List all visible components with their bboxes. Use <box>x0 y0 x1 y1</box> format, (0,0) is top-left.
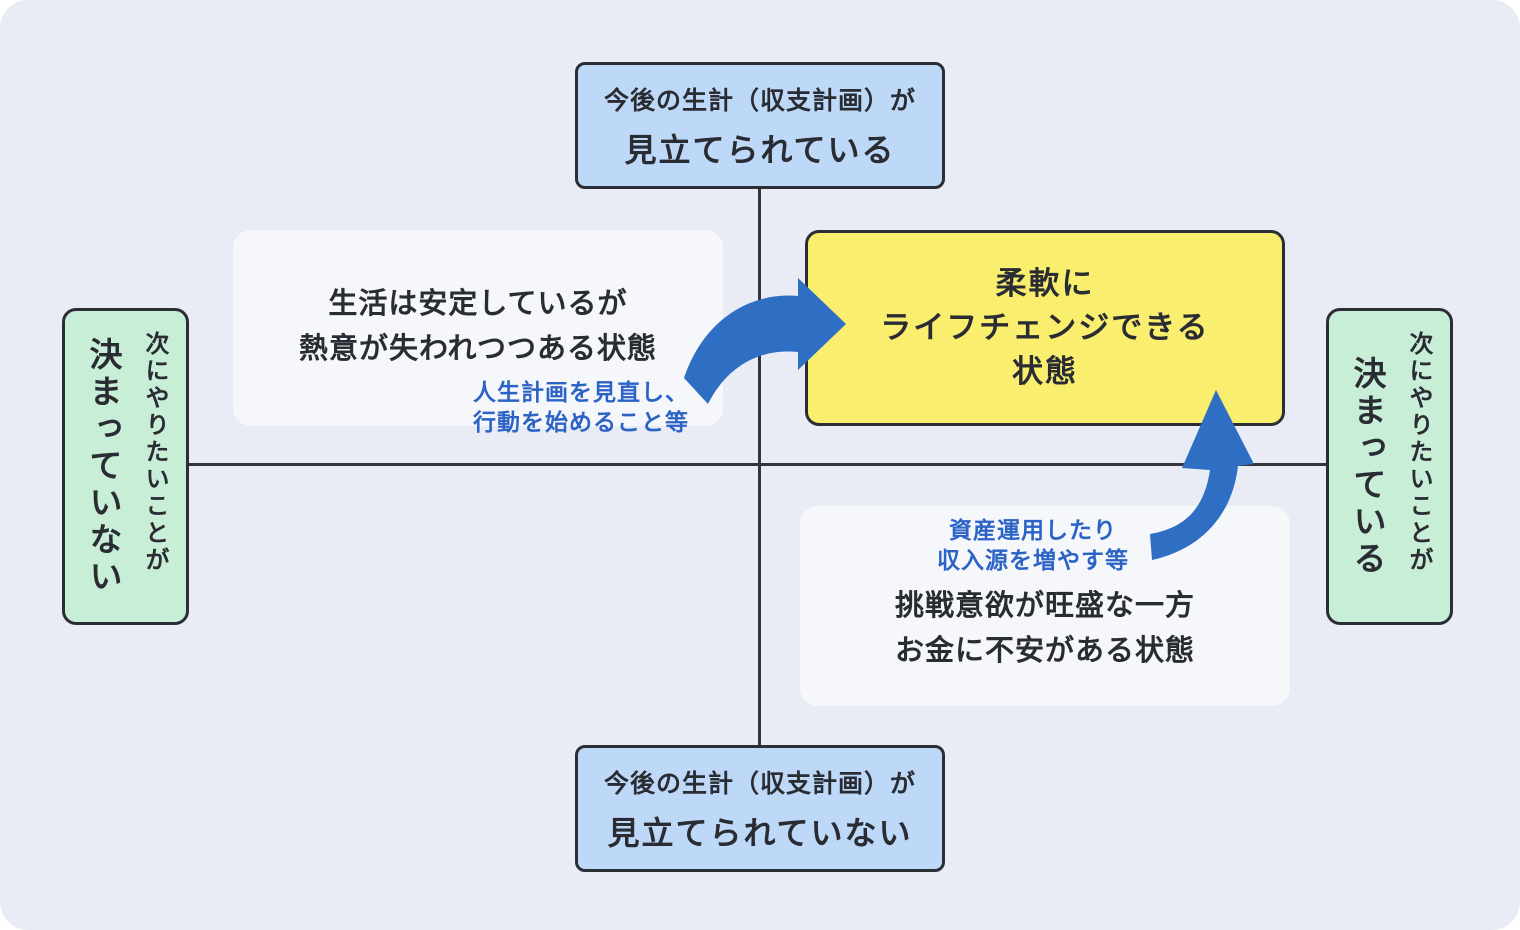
quadrant-bottom-right-line2: お金に不安がある状態 <box>894 634 1195 667</box>
axis-label-top-line1: 今後の生計（収支計画）が <box>603 86 916 115</box>
axis-label-right-small: 次にやりたいことが <box>1405 331 1432 574</box>
axis-label-left: 次にやりたいことが 決まっていない <box>62 308 189 625</box>
quadrant-top-right-box: 柔軟に ライフチェンジできる 状態 <box>805 230 1285 426</box>
quadrant-top-left-note-line1: 人生計画を見直し、 <box>473 379 689 405</box>
quadrant-bottom-right-note: 資産運用したり 収入源を増やす等 <box>788 516 1278 576</box>
horizontal-axis-line <box>189 463 1327 466</box>
axis-label-left-large: 決まっていない <box>85 337 122 596</box>
quadrant-bottom-right-note-line2: 収入源を増やす等 <box>937 546 1129 573</box>
axis-label-right-large: 決まっている <box>1349 355 1386 578</box>
quadrant-bottom-right-note-line1: 資産運用したり <box>949 517 1117 543</box>
axis-label-bottom-line2: 見立てられていない <box>607 814 913 851</box>
axis-label-bottom-line1: 今後の生計（収支計画）が <box>603 769 916 798</box>
axis-label-left-small: 次にやりたいことが <box>141 331 168 574</box>
quadrant-top-right-line2: ライフチェンジできる <box>880 309 1210 345</box>
quadrant-top-left-line1: 生活は安定しているが <box>328 288 628 320</box>
axis-label-top: 今後の生計（収支計画）が 見立てられている <box>575 62 945 189</box>
quadrant-top-right-line1: 柔軟に <box>995 265 1095 301</box>
quadrant-bottom-right-box: 資産運用したり 収入源を増やす等 挑戦意欲が旺盛な一方 お金に不安がある状態 <box>800 506 1290 706</box>
axis-label-top-line2: 見立てられている <box>624 131 896 168</box>
axis-label-right: 次にやりたいことが 決まっている <box>1326 308 1453 625</box>
axis-label-bottom: 今後の生計（収支計画）が 見立てられていない <box>575 745 945 872</box>
quadrant-top-right-line3: 状態 <box>1012 354 1078 389</box>
quadrant-bottom-right-line1: 挑戦意欲が旺盛な一方 <box>894 589 1195 622</box>
quadrant-top-left-line2: 熱意が失われつつある状態 <box>299 332 657 365</box>
quadrant-top-left-note-line2: 行動を始めること等 <box>473 408 689 435</box>
quadrant-top-left-box: 生活は安定しているが 熱意が失われつつある状態 人生計画を見直し、 行動を始める… <box>233 230 723 435</box>
vertical-axis-line <box>758 189 761 746</box>
quadrant-top-left-note: 人生計画を見直し、 行動を始めること等 <box>473 378 689 438</box>
